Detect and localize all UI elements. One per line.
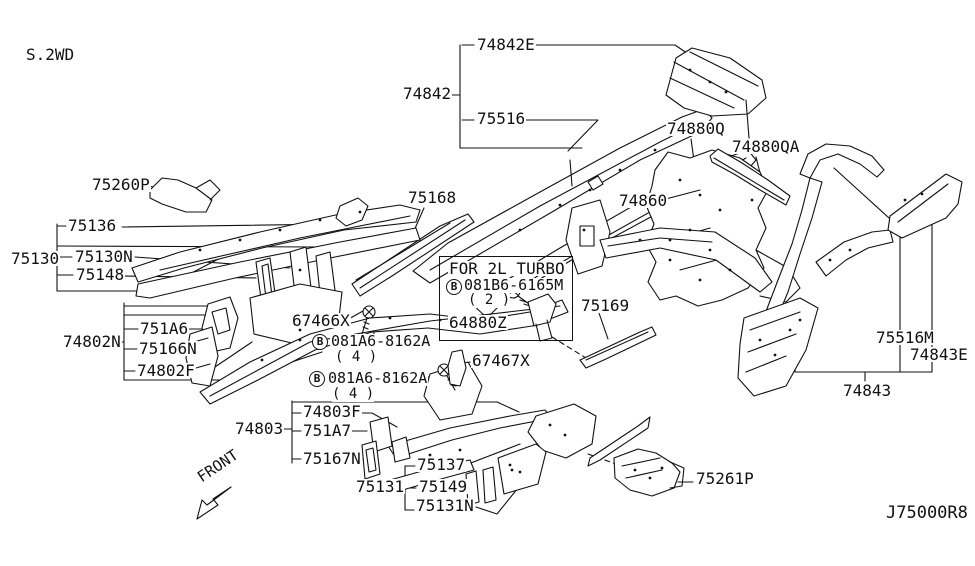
- part-label-75130N[interactable]: 75130N: [74, 247, 134, 266]
- bolt-marker-icon: B: [309, 371, 325, 387]
- part-label-75149[interactable]: 75149: [418, 477, 469, 496]
- member-75130-drawing: [131, 177, 421, 307]
- part-label-75131N[interactable]: 75131N: [415, 496, 475, 515]
- drive-variant-label: S.2WD: [25, 45, 76, 64]
- part-label-75260P[interactable]: 75260P: [91, 175, 151, 194]
- part-label-64880Z[interactable]: 64880Z: [448, 313, 508, 332]
- part-label-74860[interactable]: 74860: [618, 191, 669, 210]
- bolt-marker-icon: B: [312, 334, 328, 350]
- part-label-74802N[interactable]: 74802N: [62, 332, 122, 351]
- part-label-67467X[interactable]: 67467X: [471, 351, 531, 370]
- part-label-74880Q[interactable]: 74880Q: [666, 119, 726, 138]
- part-label-75130[interactable]: 75130: [10, 249, 61, 268]
- part-label-74843[interactable]: 74843: [842, 381, 893, 400]
- part-label-75168[interactable]: 75168: [407, 188, 458, 207]
- strip-74880QA-drawing: [709, 148, 791, 206]
- bolt-part-label-1[interactable]: 081A6-8162A: [330, 332, 432, 350]
- part-label-75167N[interactable]: 75167N: [302, 449, 362, 468]
- member-74860-drawing: [565, 199, 773, 293]
- part-label-67466X[interactable]: 67466X: [291, 311, 351, 330]
- part-label-75166N[interactable]: 75166N: [138, 339, 198, 358]
- part-label-74803F[interactable]: 74803F: [302, 402, 362, 421]
- part-label-75169[interactable]: 75169: [580, 296, 631, 315]
- callout-lines-74842: [449, 44, 698, 152]
- bolt-qty-1: ( 4 ): [335, 349, 378, 365]
- part-label-75516M[interactable]: 75516M: [875, 328, 935, 347]
- diagram-code: J75000R8: [886, 503, 968, 523]
- part-label-75136[interactable]: 75136: [67, 216, 118, 235]
- part-label-75131[interactable]: 75131: [355, 477, 406, 496]
- turbo-bolt-part-label[interactable]: 081B6-6165M: [463, 276, 565, 294]
- strip-75169-drawing: [579, 326, 657, 369]
- turbo-note-box: [439, 256, 573, 341]
- turbo-note-title: FOR 2L TURBO: [448, 259, 566, 278]
- bolt-part-label-2[interactable]: 081A6-8162A: [327, 369, 429, 387]
- part-label-74842E[interactable]: 74842E: [476, 35, 536, 54]
- strip-75168-drawing: [351, 213, 475, 297]
- part-label-74842[interactable]: 74842: [402, 84, 453, 103]
- turbo-bolt-qty: ( 2 ): [468, 292, 511, 308]
- member-74843-drawing: [737, 143, 963, 397]
- part-label-751A7[interactable]: 751A7: [302, 421, 353, 440]
- bolt-qty-2: ( 4 ): [332, 386, 375, 402]
- part-label-75261P[interactable]: 75261P: [695, 469, 755, 488]
- member-75261P-drawing: [613, 448, 685, 497]
- part-label-74843E[interactable]: 74843E: [909, 345, 969, 364]
- front-arrow: [196, 486, 232, 520]
- part-label-751A6[interactable]: 751A6: [139, 319, 190, 338]
- part-label-74802F[interactable]: 74802F: [136, 361, 196, 380]
- part-label-75516[interactable]: 75516: [476, 109, 527, 128]
- part-label-74803[interactable]: 74803: [234, 419, 285, 438]
- part-label-75148[interactable]: 75148: [75, 265, 126, 284]
- bolt-marker-icon: B: [446, 279, 462, 295]
- member-74803-drawing: [361, 403, 651, 506]
- part-label-75137[interactable]: 75137: [416, 455, 467, 474]
- part-label-74880QA[interactable]: 74880QA: [731, 137, 801, 156]
